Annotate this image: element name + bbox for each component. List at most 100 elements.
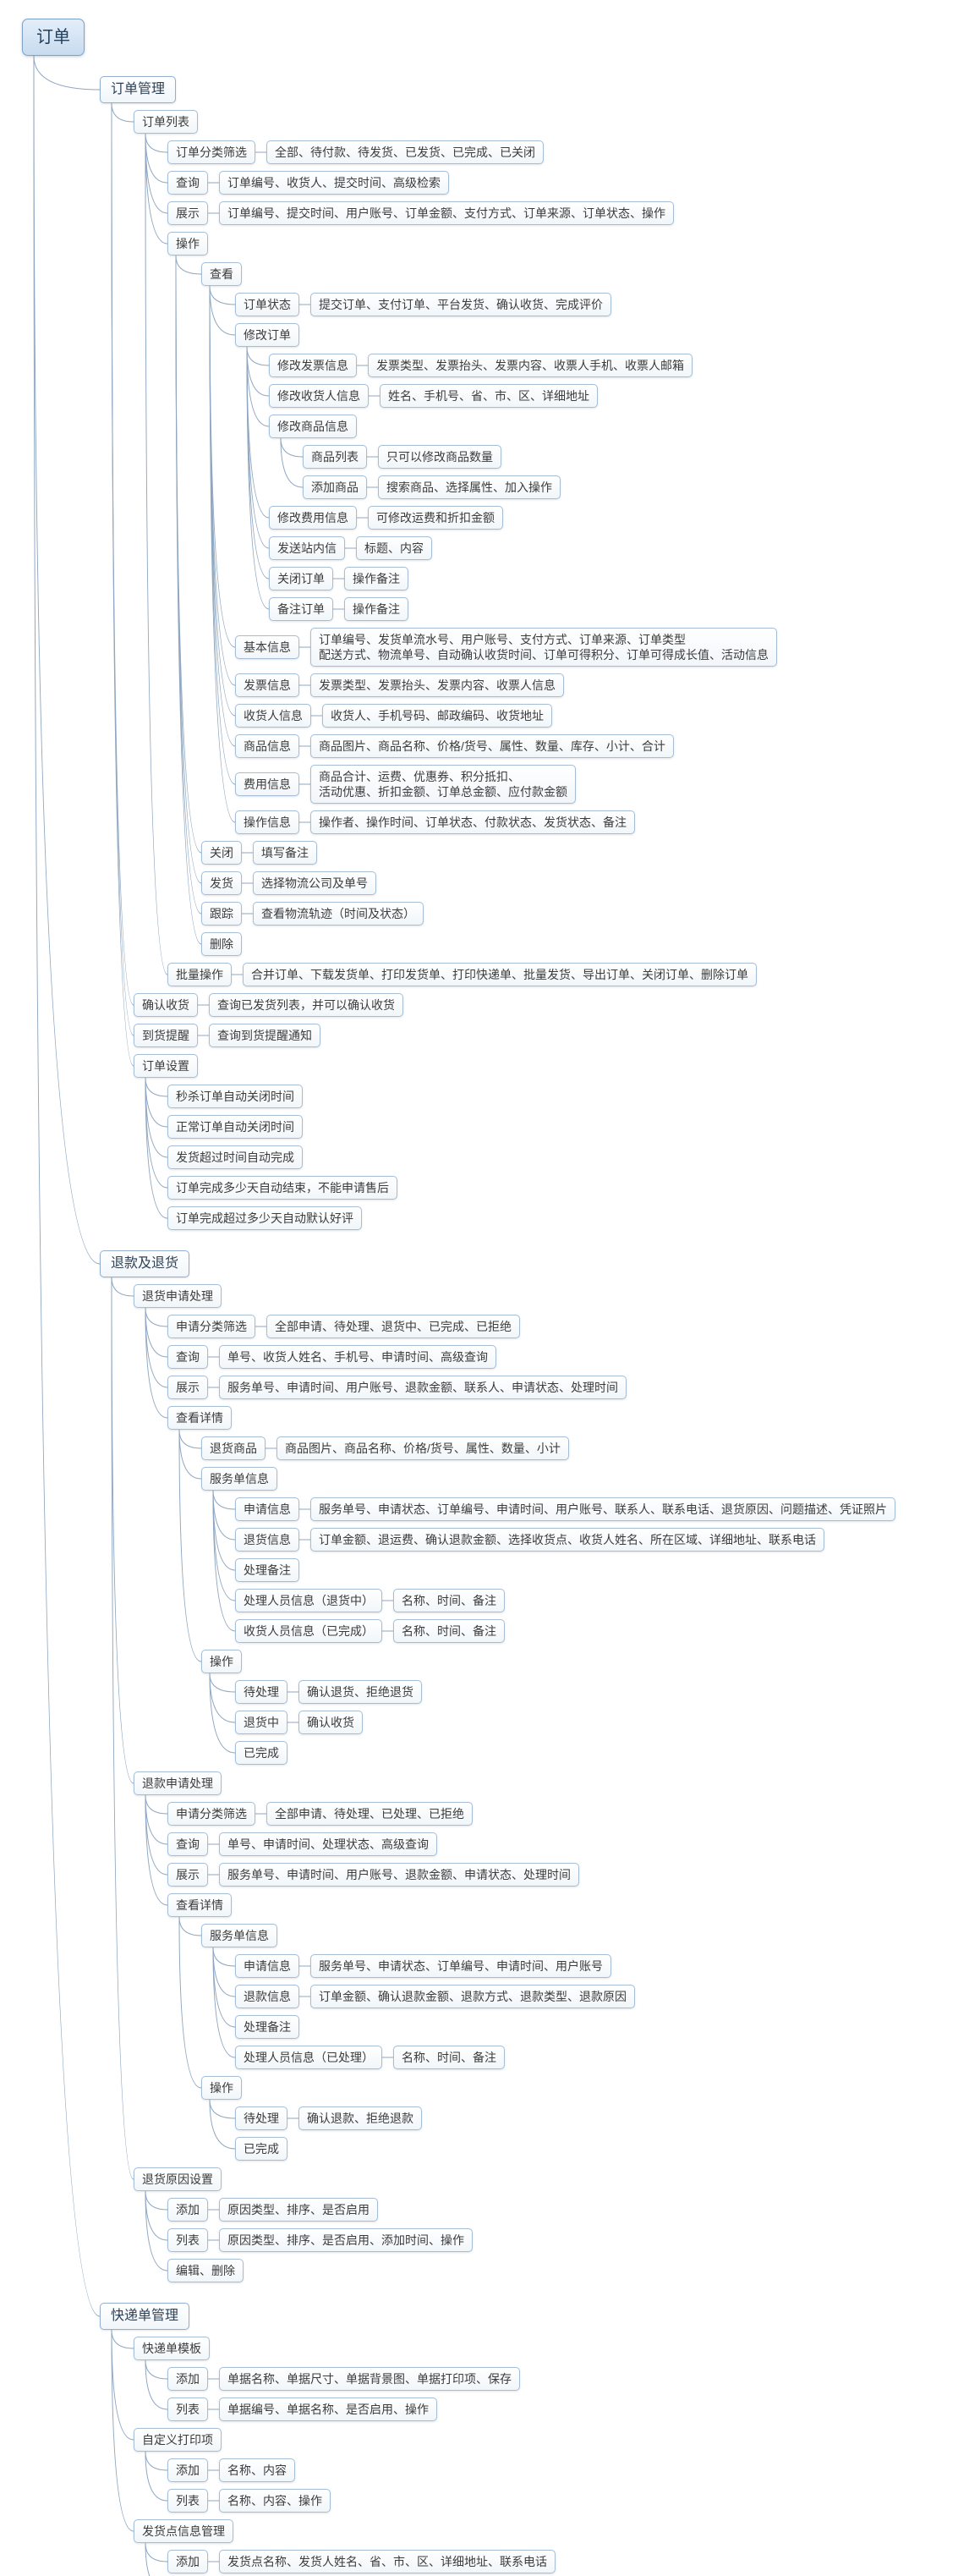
mindmap-detail-topic[interactable]: 订单编号、发货单流水号、用户账号、支付方式、订单来源、订单类型 配送方式、物流单… (310, 628, 777, 667)
mindmap-topic[interactable]: 发送站内信 (269, 536, 345, 560)
mindmap-detail-topic[interactable]: 名称、时间、备注 (393, 2046, 505, 2069)
mindmap-root-topic[interactable]: 订单 (22, 19, 85, 56)
mindmap-topic[interactable]: 跟踪 (201, 902, 242, 925)
mindmap-topic[interactable]: 添加 (167, 2458, 208, 2482)
mindmap-topic[interactable]: 退货商品 (201, 1436, 266, 1460)
mindmap-detail-topic[interactable]: 服务单号、申请状态、订单编号、申请时间、用户账号、联系人、联系电话、退货原因、问… (310, 1497, 895, 1521)
mindmap-detail-topic[interactable]: 全部申请、待处理、已处理、已拒绝 (266, 1802, 473, 1826)
mindmap-topic[interactable]: 收货人信息 (235, 704, 311, 728)
mindmap-topic[interactable]: 修改订单 (235, 323, 299, 347)
mindmap-topic[interactable]: 退款及退货 (100, 1250, 190, 1277)
mindmap-detail-topic[interactable]: 查询已发货列表，并可以确认收货 (209, 993, 403, 1017)
mindmap-detail-topic[interactable]: 单号、申请时间、处理状态、高级查询 (219, 1832, 437, 1856)
mindmap-detail-topic[interactable]: 服务单号、申请时间、用户账号、退款金额、申请状态、处理时间 (219, 1863, 579, 1887)
mindmap-detail-topic[interactable]: 查看物流轨迹（时间及状态） (253, 902, 424, 925)
mindmap-topic[interactable]: 列表 (167, 2228, 208, 2252)
mindmap-topic[interactable]: 快递单管理 (100, 2303, 190, 2330)
mindmap-topic[interactable]: 发货 (201, 871, 242, 895)
mindmap-topic[interactable]: 申请分类筛选 (167, 1315, 255, 1338)
mindmap-detail-topic[interactable]: 确认退货、拒绝退货 (298, 1680, 422, 1704)
mindmap-detail-topic[interactable]: 名称、内容 (219, 2458, 295, 2482)
mindmap-detail-topic[interactable]: 订单完成超过多少天自动默认好评 (167, 1206, 362, 1230)
mindmap-topic[interactable]: 待处理 (235, 2106, 287, 2130)
mindmap-detail-topic[interactable]: 名称、时间、备注 (393, 1589, 505, 1612)
mindmap-detail-topic[interactable]: 确认收货 (298, 1711, 363, 1734)
mindmap-topic[interactable]: 查询 (167, 1832, 208, 1856)
mindmap-detail-topic[interactable]: 已完成 (235, 2137, 287, 2161)
mindmap-topic[interactable]: 查看详情 (167, 1893, 232, 1917)
mindmap-topic[interactable]: 处理人员信息（退货中） (235, 1589, 382, 1612)
mindmap-detail-topic[interactable]: 原因类型、排序、是否启用、添加时间、操作 (219, 2228, 473, 2252)
mindmap-topic[interactable]: 操作 (167, 232, 208, 255)
mindmap-topic[interactable]: 退款信息 (235, 1985, 299, 2008)
mindmap-topic[interactable]: 查看详情 (167, 1406, 232, 1430)
mindmap-topic[interactable]: 查看 (201, 262, 242, 286)
mindmap-detail-topic[interactable]: 合并订单、下载发货单、打印发货单、打印快递单、批量发货、导出订单、关闭订单、删除… (243, 963, 757, 986)
mindmap-detail-topic[interactable]: 名称、内容、操作 (219, 2489, 331, 2513)
mindmap-topic[interactable]: 退货申请处理 (134, 1284, 222, 1308)
mindmap-detail-topic[interactable]: 商品图片、商品名称、价格/货号、属性、数量、库存、小计、合计 (310, 734, 674, 758)
mindmap-detail-topic[interactable]: 查询到货提醒通知 (209, 1024, 320, 1047)
mindmap-topic[interactable]: 添加 (167, 2367, 208, 2391)
mindmap-detail-topic[interactable]: 标题、内容 (356, 536, 432, 560)
mindmap-topic[interactable]: 添加 (167, 2198, 208, 2222)
mindmap-detail-topic[interactable]: 订单编号、收货人、提交时间、高级检索 (219, 171, 449, 195)
mindmap-detail-topic[interactable]: 名称、时间、备注 (393, 1619, 505, 1643)
mindmap-detail-topic[interactable]: 确认退款、拒绝退款 (298, 2106, 422, 2130)
mindmap-detail-topic[interactable]: 单号、收货人姓名、手机号、申请时间、高级查询 (219, 1345, 496, 1369)
mindmap-topic[interactable]: 发货点信息管理 (134, 2519, 233, 2543)
mindmap-topic[interactable]: 退货原因设置 (134, 2167, 222, 2191)
mindmap-detail-topic[interactable]: 商品图片、商品名称、价格/货号、属性、数量、小计 (276, 1436, 569, 1460)
mindmap-detail-topic[interactable]: 商品合计、运费、优惠券、积分抵扣、 活动优惠、折扣金额、订单总金额、应付款金额 (310, 765, 576, 804)
mindmap-detail-topic[interactable]: 填写备注 (253, 841, 317, 865)
mindmap-detail-topic[interactable]: 已完成 (235, 1741, 287, 1765)
mindmap-topic[interactable]: 基本信息 (235, 635, 299, 659)
mindmap-topic[interactable]: 快递单模板 (134, 2337, 210, 2360)
mindmap-topic[interactable]: 查询 (167, 1345, 208, 1369)
mindmap-detail-topic[interactable]: 发货点名称、发货人姓名、省、市、区、详细地址、联系电话 (219, 2550, 556, 2573)
mindmap-detail-topic[interactable]: 正常订单自动关闭时间 (167, 1115, 303, 1139)
mindmap-topic[interactable]: 列表 (167, 2489, 208, 2513)
mindmap-detail-topic[interactable]: 发票类型、发票抬头、发票内容、收票人信息 (310, 673, 564, 697)
mindmap-topic[interactable]: 操作信息 (235, 810, 299, 834)
mindmap-detail-topic[interactable]: 原因类型、排序、是否启用 (219, 2198, 378, 2222)
mindmap-topic[interactable]: 关闭 (201, 841, 242, 865)
mindmap-detail-topic[interactable]: 秒杀订单自动关闭时间 (167, 1085, 303, 1108)
mindmap-detail-topic[interactable]: 单据编号、单据名称、是否启用、操作 (219, 2397, 437, 2421)
mindmap-topic[interactable]: 服务单信息 (201, 1467, 277, 1491)
mindmap-topic[interactable]: 操作 (201, 1650, 242, 1673)
mindmap-detail-topic[interactable]: 编辑、删除 (167, 2259, 244, 2282)
mindmap-topic[interactable]: 服务单信息 (201, 1924, 277, 1947)
mindmap-topic[interactable]: 费用信息 (235, 772, 299, 796)
mindmap-detail-topic[interactable]: 提交订单、支付订单、平台发货、确认收货、完成评价 (310, 293, 611, 316)
mindmap-detail-topic[interactable]: 订单编号、提交时间、用户账号、订单金额、支付方式、订单来源、订单状态、操作 (219, 201, 674, 225)
mindmap-topic[interactable]: 关闭订单 (269, 567, 333, 590)
mindmap-detail-topic[interactable]: 只可以修改商品数量 (378, 445, 501, 469)
mindmap-topic[interactable]: 退款申请处理 (134, 1771, 222, 1795)
mindmap-topic[interactable]: 展示 (167, 1863, 208, 1887)
mindmap-detail-topic[interactable]: 全部、待付款、待发货、已发货、已完成、已关闭 (266, 140, 544, 164)
mindmap-topic[interactable]: 修改费用信息 (269, 506, 357, 530)
mindmap-detail-topic[interactable]: 订单金额、退运费、确认退款金额、选择收货点、收货人姓名、所在区域、详细地址、联系… (310, 1528, 824, 1552)
mindmap-topic[interactable]: 订单管理 (100, 76, 177, 103)
mindmap-topic[interactable]: 商品信息 (235, 734, 299, 758)
mindmap-topic[interactable]: 批量操作 (167, 963, 232, 986)
mindmap-topic[interactable]: 修改商品信息 (269, 415, 357, 438)
mindmap-detail-topic[interactable]: 操作备注 (344, 597, 408, 621)
mindmap-topic[interactable]: 收货人员信息（已完成） (235, 1619, 382, 1643)
mindmap-topic[interactable]: 申请信息 (235, 1954, 299, 1978)
mindmap-topic[interactable]: 到货提醒 (134, 1024, 198, 1047)
mindmap-topic[interactable]: 修改收货人信息 (269, 384, 369, 408)
mindmap-topic[interactable]: 列表 (167, 2397, 208, 2421)
mindmap-detail-topic[interactable]: 订单金额、确认退款金额、退款方式、退款类型、退款原因 (310, 1985, 635, 2008)
mindmap-topic[interactable]: 展示 (167, 201, 208, 225)
mindmap-topic[interactable]: 查询 (167, 171, 208, 195)
mindmap-topic[interactable]: 发票信息 (235, 673, 299, 697)
mindmap-topic[interactable]: 处理人员信息（已处理） (235, 2046, 382, 2069)
mindmap-detail-topic[interactable]: 选择物流公司及单号 (253, 871, 376, 895)
mindmap-topic[interactable]: 订单状态 (235, 293, 299, 316)
mindmap-topic[interactable]: 待处理 (235, 1680, 287, 1704)
mindmap-topic[interactable]: 修改发票信息 (269, 354, 357, 377)
mindmap-topic[interactable]: 订单列表 (134, 110, 198, 134)
mindmap-detail-topic[interactable]: 发货超过时间自动完成 (167, 1145, 303, 1169)
